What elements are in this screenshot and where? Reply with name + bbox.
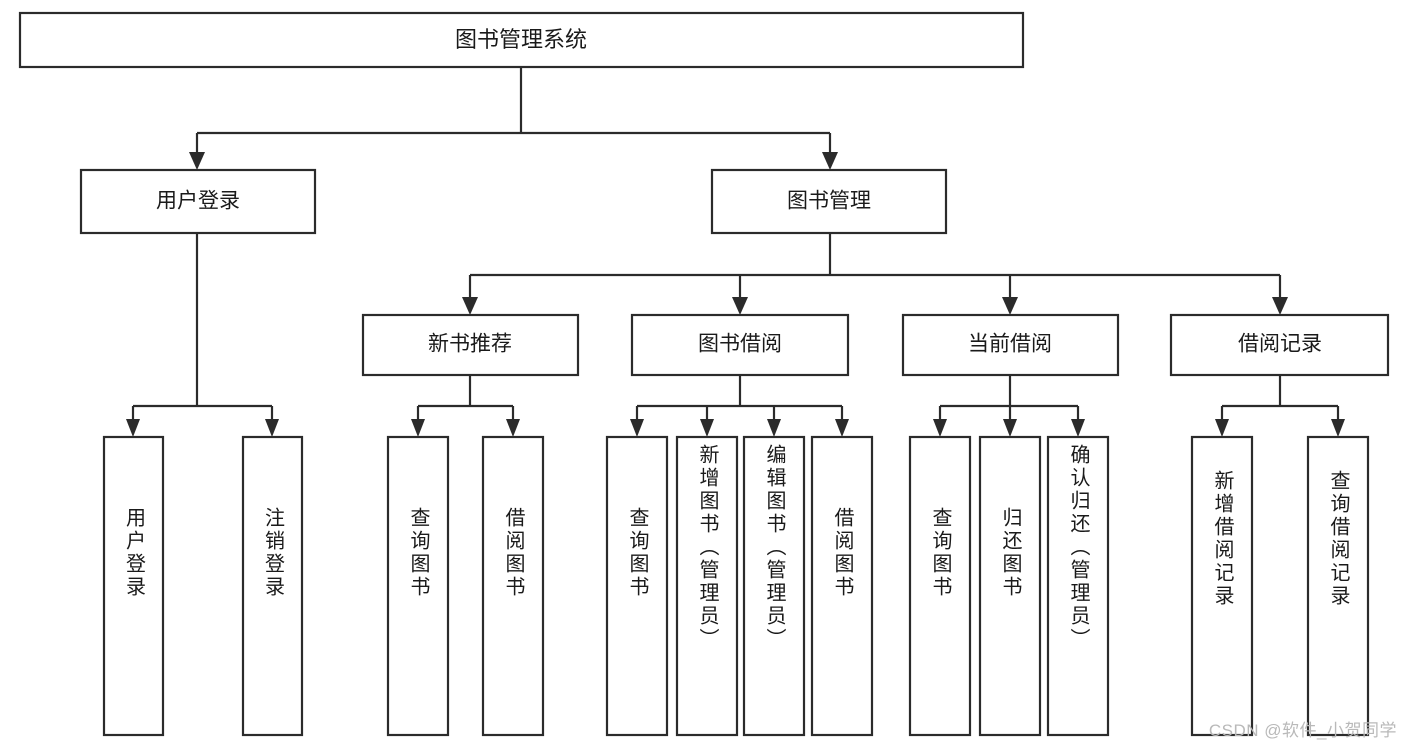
node-current-borrow[interactable]: 当前借阅	[901, 313, 1120, 377]
node-current-borrow-box[interactable]	[901, 313, 1120, 377]
arrow-leaf-c3	[1071, 419, 1085, 437]
node-new-book[interactable]: 新书推荐	[361, 313, 580, 377]
leaf-box-current-borrow-3[interactable]	[1046, 435, 1110, 737]
arrow-leaf-b1	[630, 419, 644, 437]
node-user-login[interactable]: 用户登录	[79, 168, 317, 235]
node-user-login-label: 用户登录	[156, 190, 240, 213]
arrow-to-current-borrow	[1002, 297, 1018, 315]
leaf-box-new-book-2[interactable]	[481, 435, 545, 737]
node-borrow-record-box[interactable]	[1169, 313, 1390, 377]
leaf-boxes	[102, 435, 1370, 737]
node-borrow-record-label: 借阅记录	[1238, 333, 1322, 356]
arrow-to-borrow-record	[1272, 297, 1288, 315]
node-borrow-record[interactable]: 借阅记录	[1169, 313, 1390, 377]
leaf-box-borrow-record-1[interactable]	[1190, 435, 1254, 737]
node-book-borrow-label: 图书借阅	[698, 333, 782, 356]
leaf-box-borrow-record-2[interactable]	[1306, 435, 1370, 737]
node-new-book-label: 新书推荐	[428, 333, 512, 356]
leaf-box-user-login-1[interactable]	[102, 435, 165, 737]
watermark-text: CSDN @软件_小贺同学	[1208, 721, 1397, 740]
leaf-box-user-login-2[interactable]	[241, 435, 304, 737]
arrow-leaf-b2	[700, 419, 714, 437]
leaf-box-current-borrow-1[interactable]	[908, 435, 972, 737]
arrow-leaf-n1	[411, 419, 425, 437]
leaf-box-book-borrow-2[interactable]	[675, 435, 739, 737]
arrow-to-user-login	[189, 152, 205, 170]
edges-current-borrow-to-leaves	[933, 375, 1085, 437]
leaf-box-book-borrow-3[interactable]	[742, 435, 806, 737]
edges-book-borrow-to-leaves	[630, 375, 849, 437]
leaf-box-book-borrow-4[interactable]	[810, 435, 874, 737]
node-root-label: 图书管理系统	[455, 27, 587, 52]
arrow-leaf-c2	[1003, 419, 1017, 437]
arrow-leaf-c1	[933, 419, 947, 437]
arrow-to-book-borrow	[732, 297, 748, 315]
arrow-to-book-manage	[822, 152, 838, 170]
leaf-box-current-borrow-2[interactable]	[978, 435, 1042, 737]
node-root[interactable]: 图书管理系统	[18, 11, 1025, 69]
arrow-leaf-n2	[506, 419, 520, 437]
arrow-leaf-b4	[835, 419, 849, 437]
node-book-borrow[interactable]: 图书借阅	[630, 313, 850, 377]
node-new-book-box[interactable]	[361, 313, 580, 377]
leaf-box-new-book-1[interactable]	[386, 435, 450, 737]
edges-root-to-level2	[189, 67, 838, 170]
arrow-to-new-book	[462, 297, 478, 315]
node-user-login-box[interactable]	[79, 168, 317, 235]
edges-borrow-record-to-leaves	[1215, 375, 1345, 437]
arrow-leaf-r2	[1331, 419, 1345, 437]
node-book-manage[interactable]: 图书管理	[710, 168, 948, 235]
arrow-leaf-u1	[126, 419, 140, 437]
arrow-leaf-b3	[767, 419, 781, 437]
leaf-box-book-borrow-1[interactable]	[605, 435, 669, 737]
edges-new-book-to-leaves	[411, 375, 520, 437]
node-book-manage-box[interactable]	[710, 168, 948, 235]
edges-book-manage-to-level3	[462, 233, 1288, 315]
arrow-leaf-u2	[265, 419, 279, 437]
arrow-leaf-r1	[1215, 419, 1229, 437]
node-book-manage-label: 图书管理	[787, 190, 871, 213]
edges-user-login-to-leaves	[126, 233, 279, 437]
node-current-borrow-label: 当前借阅	[968, 333, 1052, 356]
node-book-borrow-box[interactable]	[630, 313, 850, 377]
node-root-box[interactable]	[18, 11, 1025, 69]
